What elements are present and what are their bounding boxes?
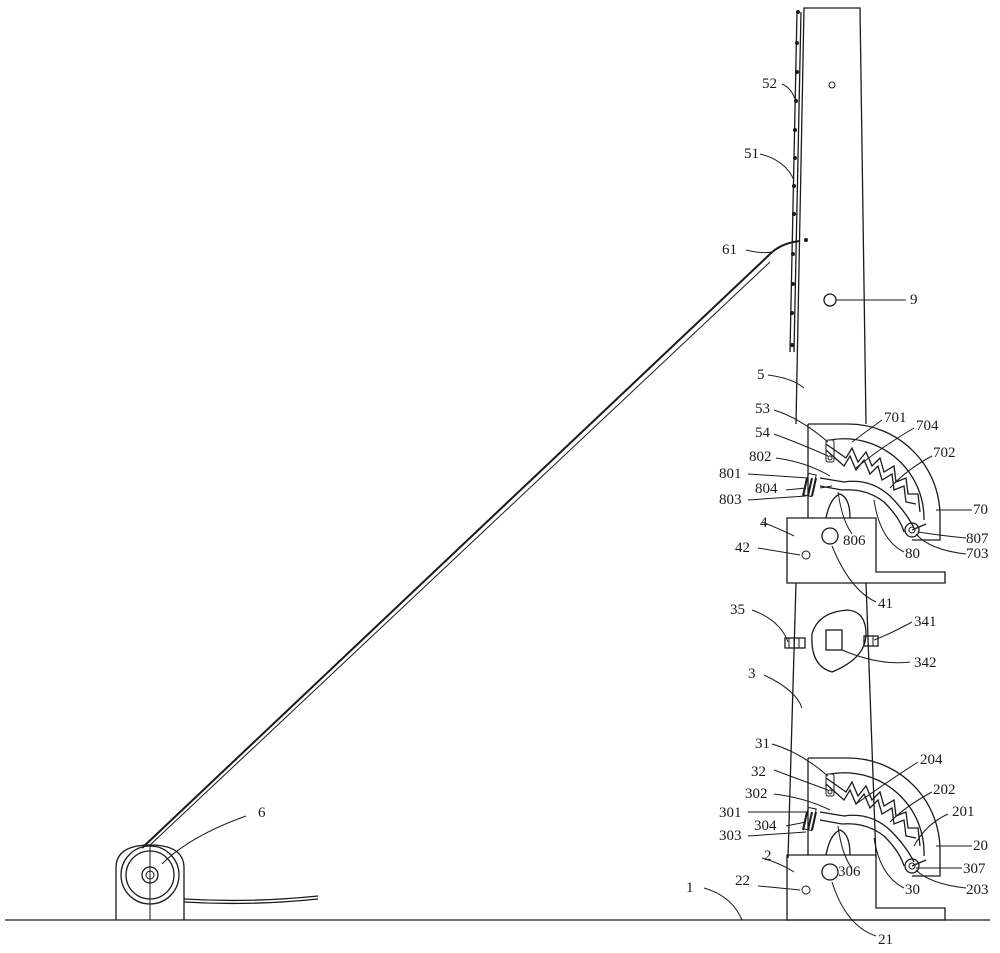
clamp-34 [784, 609, 879, 673]
label-20: 20 [973, 838, 988, 854]
label-702: 702 [933, 445, 956, 461]
label-701: 701 [884, 410, 907, 426]
label-80: 80 [905, 546, 920, 562]
label-61: 61 [722, 242, 737, 258]
label-21: 21 [878, 932, 893, 948]
label-9: 9 [910, 292, 918, 308]
label-803: 803 [719, 492, 742, 508]
label-53: 53 [755, 401, 770, 417]
label-3: 3 [748, 666, 756, 682]
label-303: 303 [719, 828, 742, 844]
label-704: 704 [916, 418, 939, 434]
label-807: 807 [966, 531, 989, 547]
label-4: 4 [760, 515, 768, 531]
cable [141, 238, 808, 849]
label-802: 802 [749, 449, 772, 465]
upper-hinge-assembly [786, 423, 946, 584]
label-70: 70 [973, 502, 988, 518]
label-54: 54 [755, 425, 771, 441]
label-341: 341 [914, 614, 937, 630]
label-41: 41 [878, 596, 893, 612]
label-342: 342 [914, 655, 937, 671]
label-2: 2 [764, 848, 772, 864]
label-42: 42 [735, 540, 750, 556]
label-306: 306 [838, 864, 861, 880]
part-labels: 52 51 61 9 5 53 701 704 54 702 802 801 8… [258, 76, 989, 948]
label-51: 51 [744, 146, 759, 162]
label-703: 703 [966, 546, 989, 562]
label-1: 1 [686, 880, 694, 896]
label-22: 22 [735, 873, 750, 889]
label-31: 31 [755, 736, 770, 752]
label-804: 804 [755, 481, 778, 497]
label-30: 30 [905, 882, 920, 898]
label-32: 32 [751, 764, 766, 780]
label-202: 202 [933, 782, 956, 798]
label-302: 302 [745, 786, 768, 802]
label-806: 806 [843, 533, 866, 549]
label-201: 201 [952, 804, 975, 820]
leader-lines [161, 83, 972, 937]
label-203: 203 [966, 882, 989, 898]
label-52: 52 [762, 76, 777, 92]
label-307: 307 [963, 861, 986, 877]
label-304: 304 [754, 818, 777, 834]
label-35: 35 [730, 602, 745, 618]
lower-hinge-assembly [786, 757, 946, 921]
label-5: 5 [757, 367, 765, 383]
ladder-rail [789, 10, 802, 353]
label-6: 6 [258, 805, 266, 821]
label-801: 801 [719, 466, 742, 482]
winch-assembly [115, 844, 319, 920]
label-301: 301 [719, 805, 742, 821]
mast-section-5 [795, 7, 867, 425]
label-204: 204 [920, 752, 943, 768]
